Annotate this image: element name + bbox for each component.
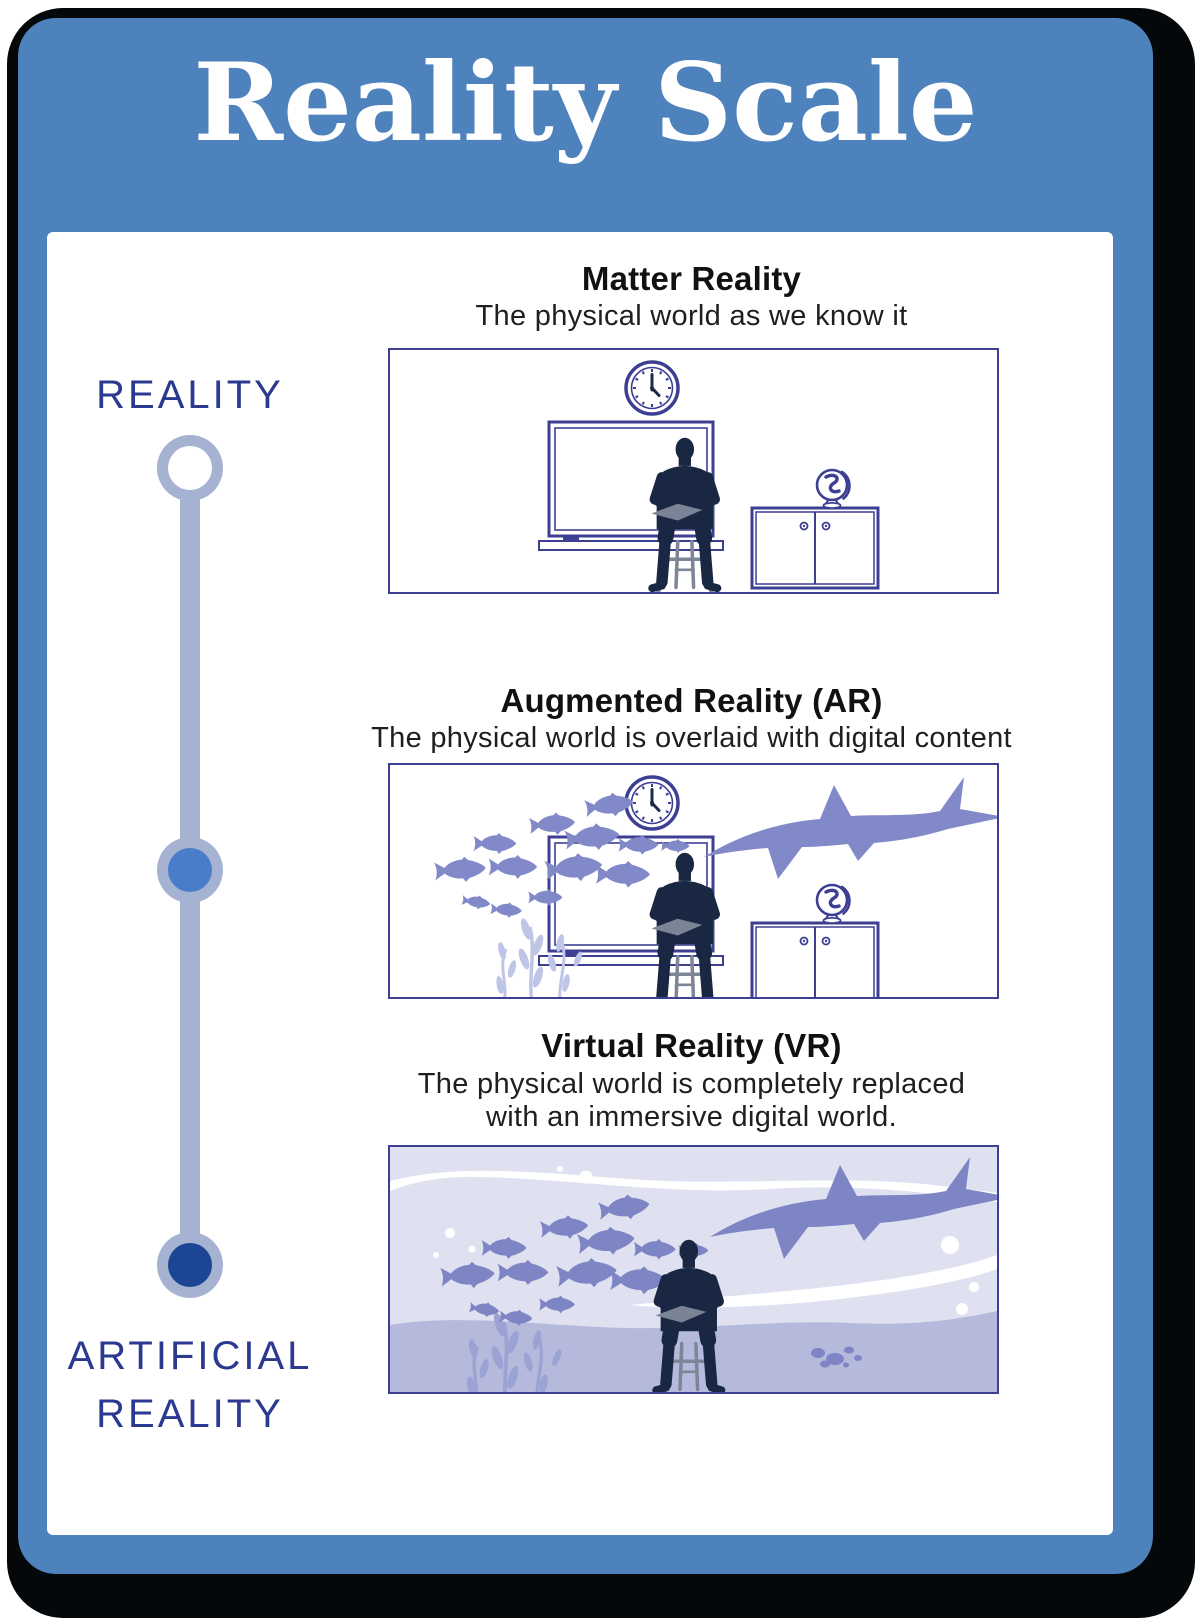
rail-marker-artificial-center	[168, 1243, 212, 1287]
rail-marker-artificial	[157, 1232, 223, 1298]
underwater-scene	[390, 1147, 997, 1392]
page-title: Reality Scale	[193, 40, 978, 166]
virtual-reality-description-line2: with an immersive digital world.	[486, 1101, 897, 1134]
matter-reality-illustration	[388, 348, 999, 594]
matter-reality-heading: Matter Reality	[581, 260, 802, 297]
wave-icon	[390, 1170, 997, 1202]
virtual-reality-heading: Virtual Reality (VR)	[541, 1027, 842, 1064]
matter-reality-description: The physical world as we know it	[475, 300, 908, 332]
shark-icon	[704, 777, 997, 879]
bubbles-icon	[433, 1166, 985, 1335]
classroom-icons	[539, 362, 878, 591]
augmented-reality-illustration	[388, 763, 999, 999]
virtual-reality-description: The physical world is completely replace…	[358, 1068, 1025, 1134]
content-card: REALITY ARTIFICIAL REALITY Matter Realit…	[47, 232, 1113, 1535]
rail-label-artificial-line2: REALITY	[96, 1392, 284, 1436]
rail-label-artificial-reality: ARTIFICIAL REALITY	[47, 1327, 333, 1443]
sea-floor	[390, 1311, 997, 1392]
virtual-reality-illustration	[388, 1145, 999, 1394]
rail-marker-augmented-center	[168, 848, 212, 892]
virtual-reality-description-line1: The physical world is completely replace…	[417, 1068, 966, 1100]
rail-marker-augmented	[157, 837, 223, 903]
augmented-reality-description: The physical world is overlaid with digi…	[371, 722, 1012, 754]
rail-marker-reality	[157, 435, 223, 501]
classroom-with-overlay-scene	[390, 777, 997, 997]
rail-label-reality: REALITY	[96, 373, 284, 417]
augmented-reality-heading: Augmented Reality (AR)	[500, 682, 883, 719]
rail-label-artificial-line1: ARTIFICIAL	[67, 1334, 313, 1378]
classroom-scene	[390, 350, 997, 592]
rail-marker-reality-center	[168, 446, 212, 490]
